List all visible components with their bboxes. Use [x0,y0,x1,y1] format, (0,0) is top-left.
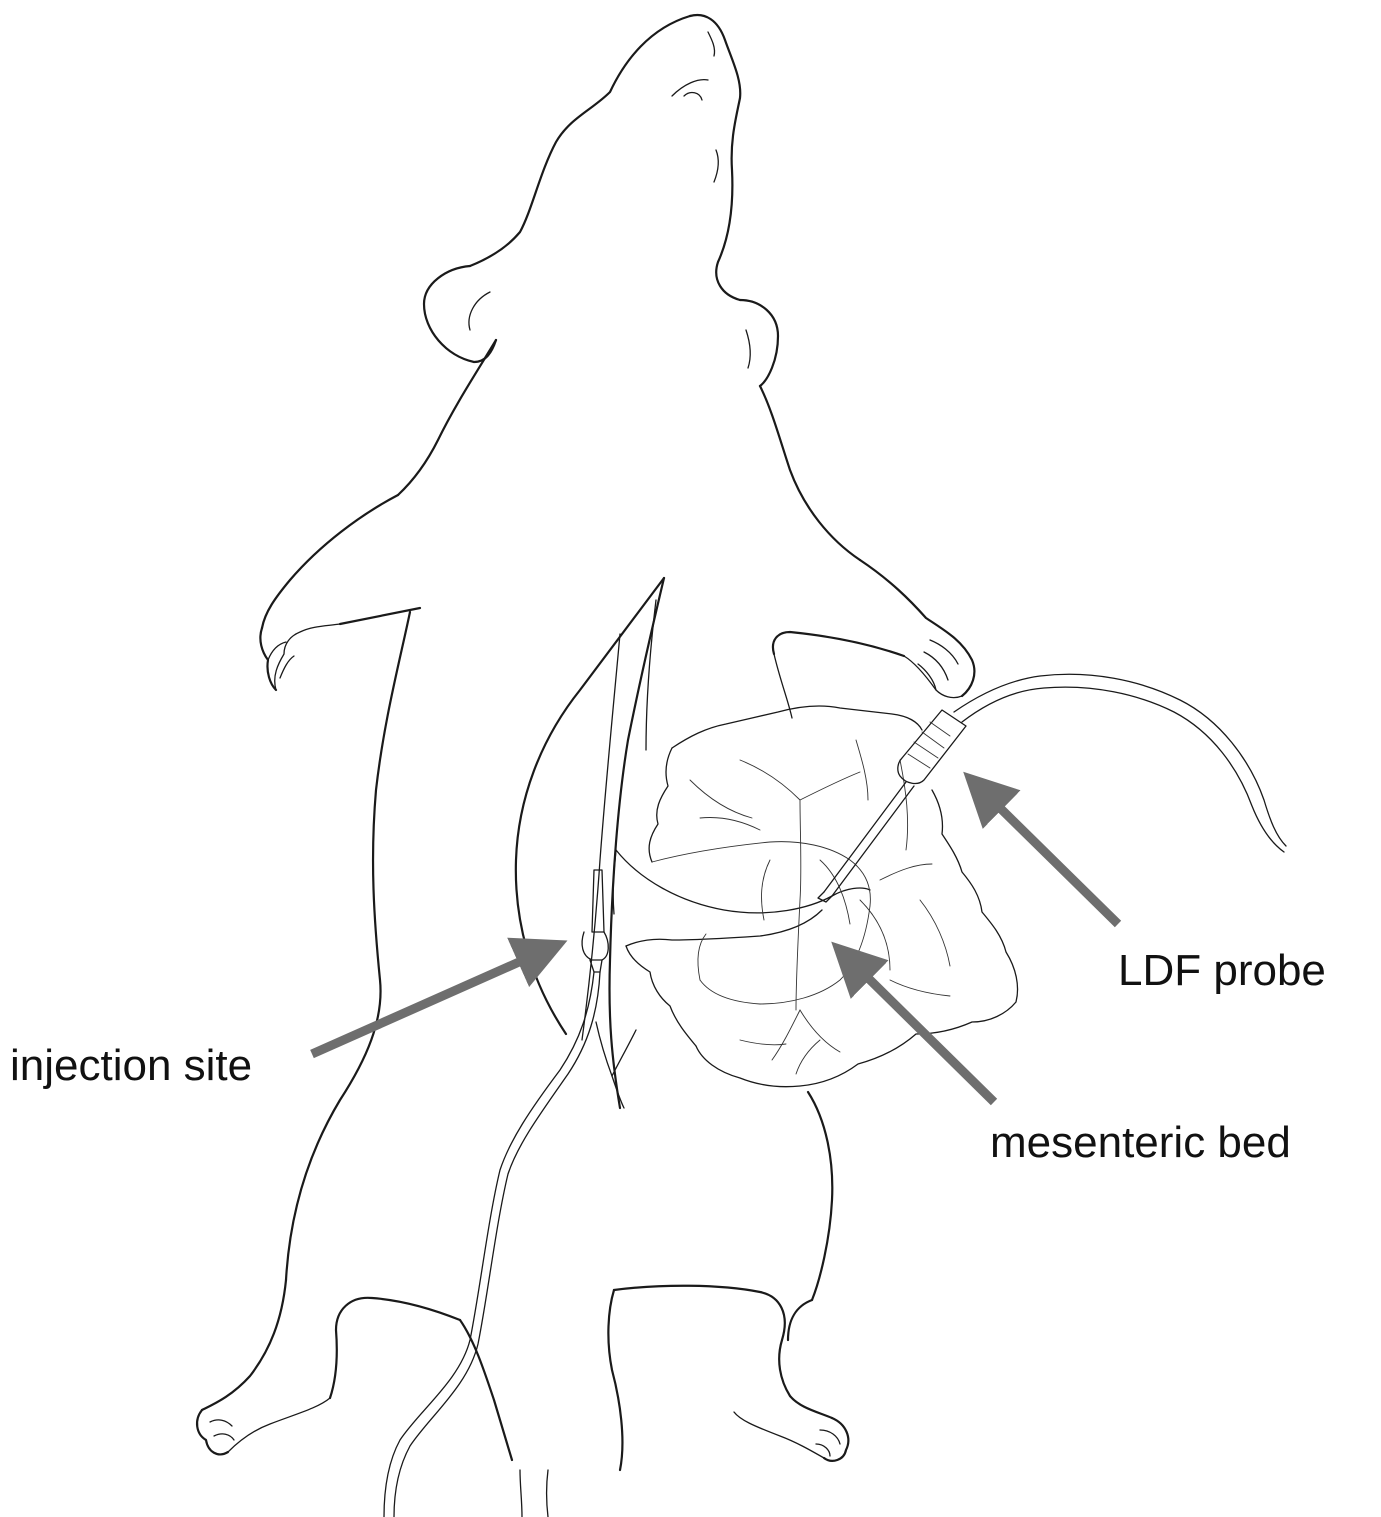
mesenteric-bed [613,706,1017,1087]
ldf-probe [818,674,1286,902]
mesenteric-bed-arrow [862,972,994,1102]
ldf-probe-label: LDF probe [1118,946,1326,995]
rat-body [197,15,974,1517]
injection-site-label: injection site [10,1041,252,1090]
ldf-probe-arrow [994,802,1118,924]
injection-site-arrow [312,958,528,1054]
annotation-arrows [312,802,1118,1102]
mesenteric-bed-label: mesenteric bed [990,1118,1291,1167]
injection-catheter [384,870,608,1517]
